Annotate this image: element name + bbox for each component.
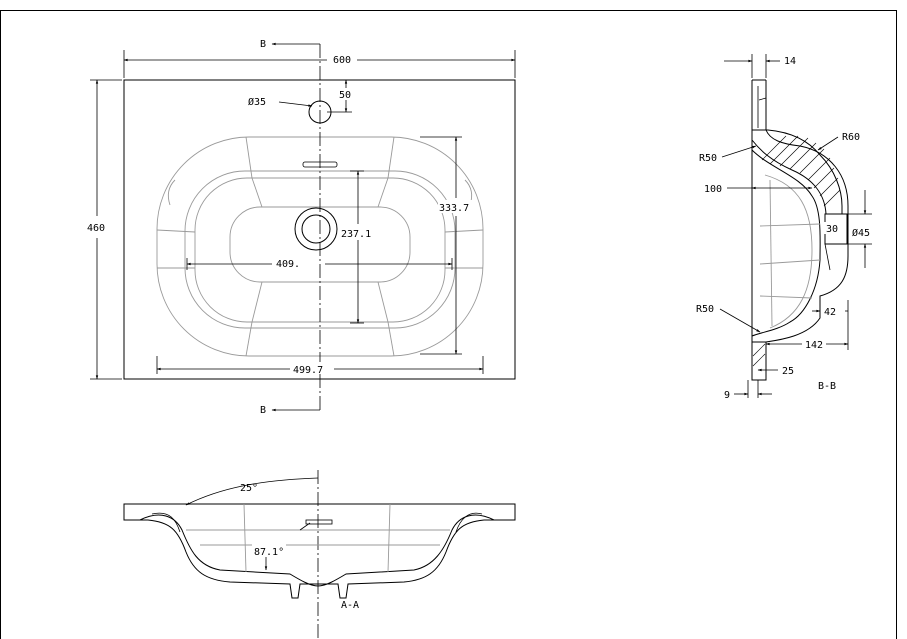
label-section-aa: A-A [341, 600, 359, 611]
dim-width: 600 [333, 55, 351, 66]
dim-142: 142 [805, 340, 823, 351]
sheet-frame [0, 10, 897, 639]
aa-overflow [305, 519, 333, 525]
drain-outer [294, 207, 338, 251]
basin-outline [123, 79, 516, 380]
dim-100: 100 [704, 184, 722, 195]
dim-25: 25 [782, 366, 794, 377]
dim-angle-top: 25° [240, 483, 258, 494]
dim-inner-depth: 237.1 [341, 229, 371, 240]
bb-outer-profile [765, 129, 849, 380]
dim-bowl-depth: 333.7 [439, 203, 469, 214]
dim-angle-bottom: 87.1° [254, 547, 284, 558]
bb-hatching [761, 135, 841, 207]
dim-inner-width: 409. [276, 259, 300, 270]
section-b-top: B [260, 39, 266, 50]
dim-tap-offset: 50 [339, 90, 351, 101]
section-b-bottom: B [260, 405, 266, 416]
bowl-facets [156, 136, 484, 357]
section-bb-view: 14 R60 R50 100 30 Ø45 R50 42 142 [696, 54, 872, 401]
label-section-bb: B-B [818, 381, 836, 392]
dim-height: 460 [87, 223, 105, 234]
aa-inner-profile [139, 514, 495, 587]
dim-r60: R60 [842, 132, 860, 143]
plan-view: B B 600 460 Ø35 50 333.7 [87, 39, 516, 416]
bb-inner-profile [751, 149, 821, 337]
dim-42: 42 [824, 307, 836, 318]
dim-30: 30 [826, 224, 838, 235]
section-aa-view: 25° 87.1° A-A [123, 470, 516, 639]
dim-bowl-width: 499.7 [293, 365, 323, 376]
aa-silhouettes [186, 503, 450, 573]
drain-inner [301, 214, 331, 244]
dim-tap-hole: Ø35 [248, 96, 266, 108]
dim-9: 9 [724, 390, 730, 401]
bb-silhouettes [759, 174, 821, 329]
bb-hatched-wall [751, 129, 843, 215]
aa-outer-profile [123, 503, 516, 599]
dim-drain: Ø45 [852, 227, 870, 239]
dim-14: 14 [784, 56, 796, 67]
dim-r50-bottom: R50 [696, 304, 714, 315]
dim-r50-top: R50 [699, 153, 717, 164]
